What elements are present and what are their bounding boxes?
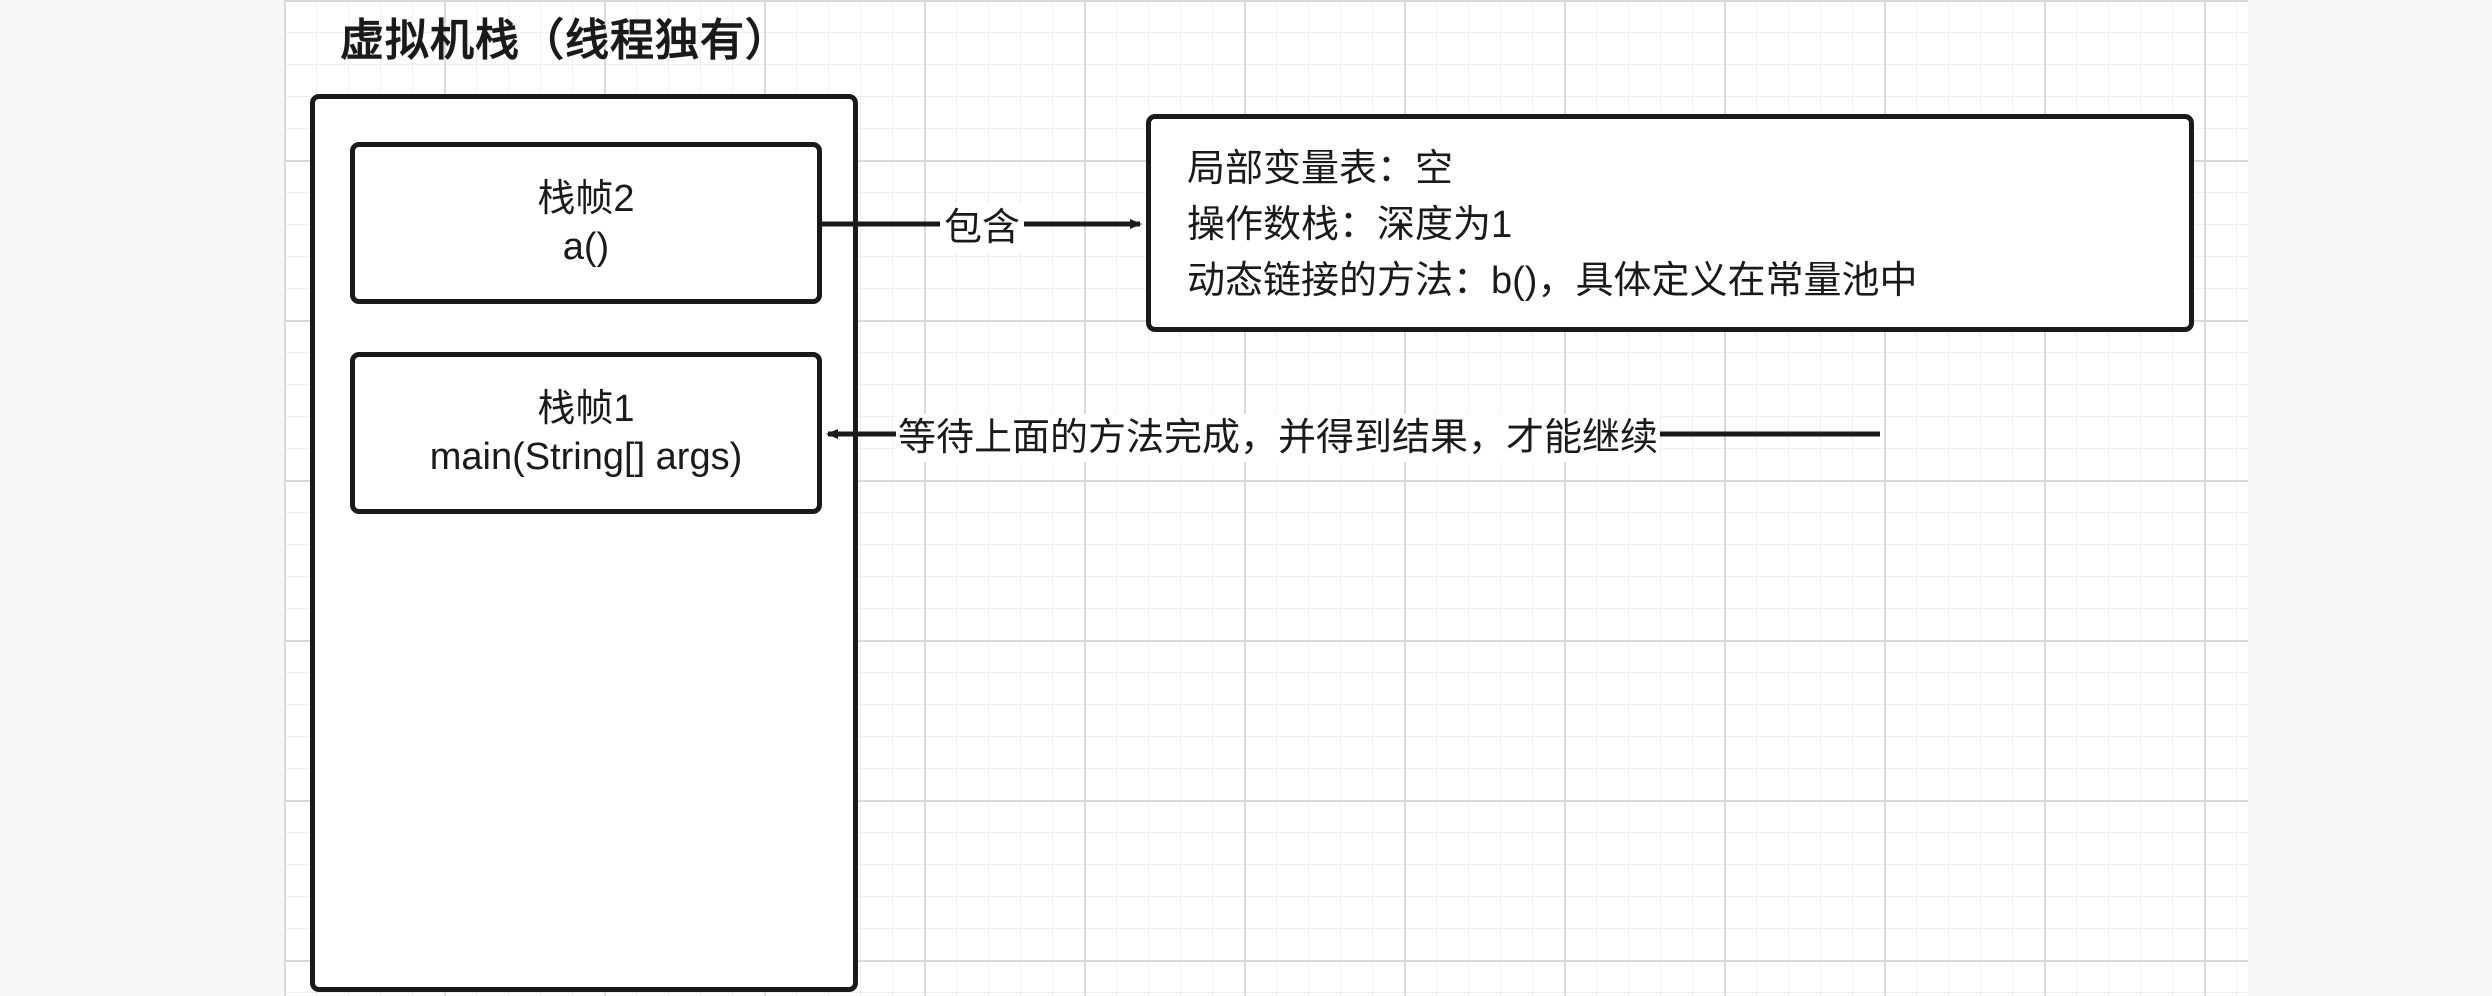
operand-stack-text: 操作数栈：深度为1 bbox=[1187, 204, 1513, 246]
diagram-title: 虚拟机栈（线程独有） bbox=[340, 16, 790, 65]
stack-frame-1: 栈帧1 main(String[] args) bbox=[350, 352, 822, 514]
stack-frame-1-method: main(String[] args) bbox=[429, 436, 743, 478]
local-variable-table-text: 局部变量表：空 bbox=[1187, 148, 1454, 190]
contains-label: 包含 bbox=[940, 204, 1025, 252]
wait-label: 等待上面的方法完成，并得到结果，才能继续 bbox=[896, 414, 1661, 462]
dynamic-link-text: 动态链接的方法：b()，具体定义在常量池中 bbox=[1187, 260, 1918, 302]
stack-frame-1-name: 栈帧1 bbox=[537, 388, 635, 430]
stack-frame-2-name: 栈帧2 bbox=[537, 178, 635, 220]
stack-frame-2-method: a() bbox=[562, 226, 610, 268]
frame-detail-box: 局部变量表：空 操作数栈：深度为1 动态链接的方法：b()，具体定义在常量池中 bbox=[1146, 114, 2194, 332]
stack-frame-2: 栈帧2 a() bbox=[350, 142, 822, 304]
